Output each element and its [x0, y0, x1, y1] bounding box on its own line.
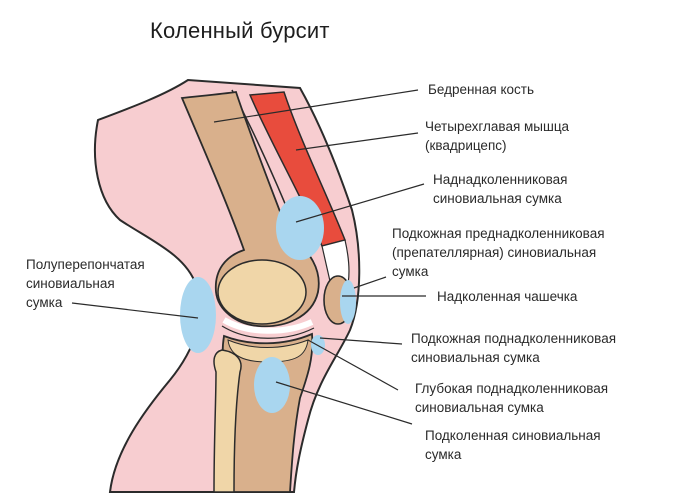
prepatellar-bursa [340, 280, 356, 324]
femur-condyle [217, 259, 307, 325]
leader-lines [71, 89, 426, 425]
fibula-bone [213, 349, 242, 493]
label-patella: Надколенная чашечка [437, 289, 578, 304]
label-femur: Бедренная кость [428, 82, 534, 97]
semimembranosus-bursa [180, 277, 216, 353]
joint-cartilage [222, 317, 314, 334]
label-semimembranosus-bursa: Полуперепончатая синовиальная сумка [26, 257, 145, 310]
leader-suprapatellar [295, 183, 425, 223]
leader-femur [213, 89, 419, 123]
label-subcutaneous-infrapatellar-bursa: Подкожная поднадколенниковая синовиальна… [411, 331, 617, 365]
label-deep-infrapatellar-bursa: Глубокая поднадколенниковая синовиальная… [415, 381, 609, 415]
label-popliteal-bursa: Подколенная синовиальная сумка [425, 428, 601, 462]
leader-subcutaneous-infrapatellar [319, 337, 403, 345]
label-quadriceps: Четырехглавая мышца (квадрицепс) [425, 119, 570, 153]
popliteal-bursa [254, 357, 290, 413]
joint-cartilage-outline [221, 325, 315, 339]
leader-semimembranosus [71, 302, 199, 319]
leader-prepatellar [353, 276, 387, 289]
leader-popliteal [275, 381, 413, 425]
leader-deep-infrapatellar [307, 339, 399, 391]
diagram-title: Коленный бурсит [150, 18, 330, 43]
suprapatellar-bursa [276, 196, 324, 260]
tibia-head [227, 339, 309, 363]
label-prepatellar-bursa: Подкожная преднадколенниковая (препателл… [392, 226, 605, 279]
label-suprapatellar-bursa: Наднадколенниковая синовиальная сумка [433, 172, 568, 206]
leader-quadriceps [295, 132, 419, 151]
